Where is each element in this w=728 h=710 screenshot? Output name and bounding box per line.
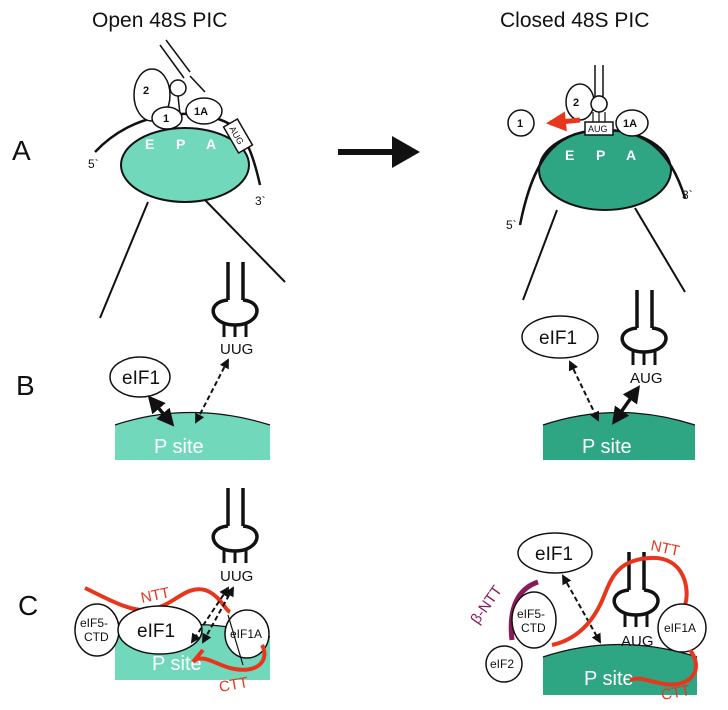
eif2-label: 2: [143, 85, 149, 97]
eif1a-label: 1A: [194, 106, 208, 118]
transition-arrow: [338, 136, 420, 168]
codon-label: UUG: [220, 568, 253, 585]
eif5-label: eIF5-: [517, 607, 545, 621]
site-p-label: P: [596, 147, 605, 163]
title-open: Open 48S PIC: [92, 9, 227, 32]
p-site-label: P site: [582, 436, 632, 458]
ntt-label: NTT: [139, 584, 171, 607]
eif1-label: 1: [163, 113, 169, 125]
codon-label: AUG: [621, 633, 654, 650]
ctd-label: CTD: [521, 621, 546, 635]
ctt-label: CTT: [218, 674, 250, 696]
eif1-label: eIF1: [535, 544, 573, 565]
panel-b-open: P site UUG eIF1: [109, 262, 271, 460]
ctd-label: CTD: [84, 630, 109, 644]
eif2-label: eIF2: [490, 657, 514, 671]
panel-b-closed: P site AUG eIF1: [521, 290, 696, 460]
codon-label: UUG: [220, 341, 253, 358]
ntt-label: NTT: [649, 537, 681, 560]
site-a-label: A: [206, 136, 216, 152]
eif5-label: eIF5-: [80, 616, 108, 630]
site-p-label: P: [176, 136, 185, 152]
eif1-label: eIF1: [539, 328, 577, 349]
aug-box-label: AUG: [588, 124, 608, 134]
site-a-label: A: [626, 147, 636, 163]
eif1a-label: eIF1A: [230, 627, 262, 641]
ribosome-closed: E P A 5` 3` 2 AUG 1A 1: [506, 65, 693, 301]
codon-label: AUG: [630, 370, 663, 387]
mrna-3-end: 3`: [255, 194, 266, 208]
ribosome-open: E P A 5` 3` AUG 2 1 1A: [88, 39, 286, 319]
panel-c-open: P site UUG NTT eIF5- CTD eIF1 eIF1A CTT: [74, 488, 271, 696]
eif2-label: 2: [573, 97, 579, 109]
eif1a-label: eIF1A: [664, 621, 696, 635]
ctt-label: CTT: [660, 682, 692, 704]
beta-ntt-label: β-NTT: [467, 582, 505, 627]
mrna-5-end: 5`: [506, 218, 517, 232]
row-label-a: A: [12, 135, 31, 166]
eif1-label: eIF1: [122, 368, 160, 389]
row-label-b: B: [16, 370, 35, 401]
eif1a-label: 1A: [623, 118, 637, 130]
mrna-5-end: 5`: [88, 157, 99, 171]
p-site-label: P site: [152, 653, 202, 675]
row-label-c: C: [18, 590, 38, 621]
p-site-label: P site: [154, 436, 204, 458]
eif1-released-label: 1: [517, 118, 523, 130]
site-e-label: E: [145, 136, 154, 152]
mrna-3-end: 3`: [682, 188, 693, 202]
site-e-label: E: [565, 147, 574, 163]
title-closed: Closed 48S PIC: [500, 9, 649, 32]
panel-c-closed: P site AUG eIF1 NTT eIF1A CTT β-NTT eIF5…: [467, 532, 707, 704]
p-site-label: P site: [584, 668, 634, 690]
eif1-label: eIF1: [137, 621, 175, 642]
